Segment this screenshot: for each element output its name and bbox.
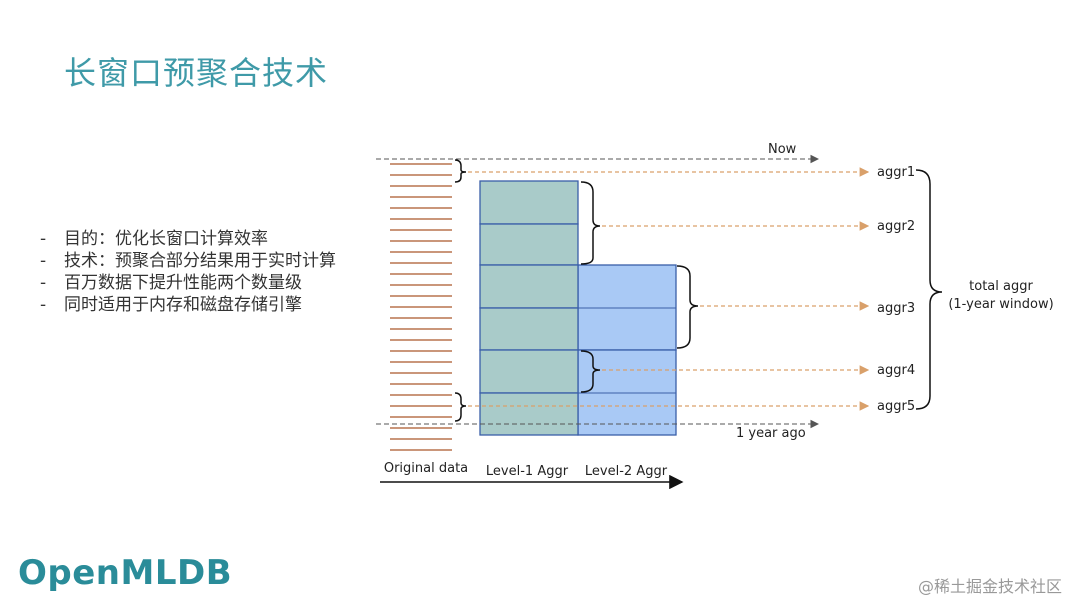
column-label-original: Original data (384, 461, 468, 476)
original-data-lines (390, 163, 452, 451)
bullet-item: 目的：优化长窗口计算效率 (38, 228, 368, 250)
openmldb-logo: OpenMLDB (18, 553, 233, 593)
level1-block (479, 392, 579, 436)
aggr-label: aggr5 (877, 399, 915, 414)
level1-block (479, 180, 579, 225)
aggr-arrows (468, 167, 870, 411)
brackets (454, 159, 943, 422)
slide-title: 长窗口预聚合技术 (64, 54, 329, 92)
bullet-list: 目的：优化长窗口计算效率 技术：预聚合部分结果用于实时计算 百万数据下提升性能两… (38, 228, 368, 316)
aggr-label: aggr2 (877, 219, 915, 234)
aggr-label: aggr3 (877, 301, 915, 316)
total-aggr-label: total aggr (969, 279, 1033, 294)
level1-block (479, 307, 579, 351)
column-label-level2: Level-2 Aggr (585, 464, 668, 479)
bullet-item: 技术：预聚合部分结果用于实时计算 (38, 250, 368, 272)
level1-block (479, 264, 579, 309)
aggr-label: aggr1 (877, 165, 915, 180)
aggr-label: aggr4 (877, 363, 915, 378)
level1-block (479, 223, 579, 266)
watermark: @稀土掘金技术社区 (917, 577, 1062, 596)
bullet-item: 同时适用于内存和磁盘存储引擎 (38, 294, 368, 316)
bullet-item: 百万数据下提升性能两个数量级 (38, 272, 368, 294)
now-label: Now (768, 142, 797, 157)
level1-block (479, 349, 579, 394)
total-aggr-window-label: (1-year window) (948, 297, 1053, 312)
year-ago-label: 1 year ago (736, 426, 806, 441)
column-label-level1: Level-1 Aggr (486, 464, 569, 479)
